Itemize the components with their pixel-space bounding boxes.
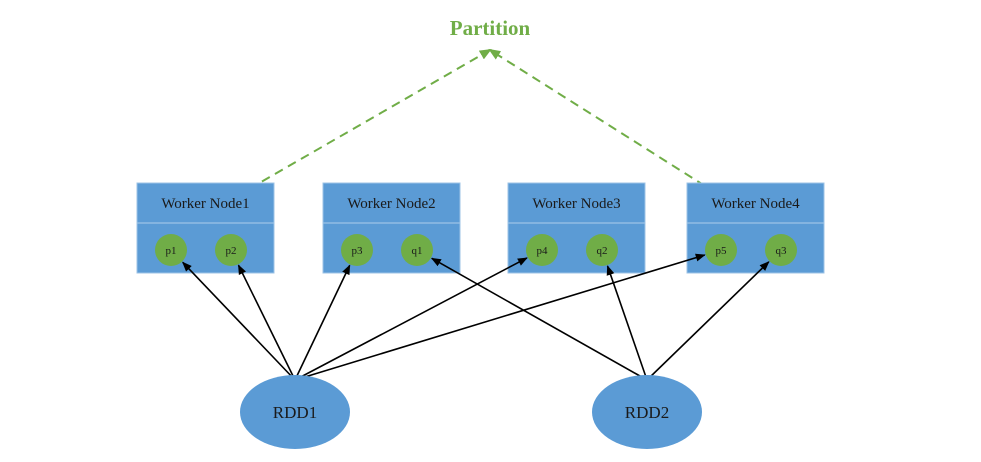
worker-node-2: Worker Node2 p3 q1 — [322, 182, 461, 274]
edges-layer — [182, 253, 770, 381]
partition-circle — [705, 234, 737, 266]
edge-rdd1-p4 — [294, 257, 528, 381]
rdd-1: RDD1 — [240, 375, 350, 449]
partition-circle — [401, 234, 433, 266]
edge-rdd2-q1 — [430, 257, 648, 381]
edge-rdd1-p1 — [182, 261, 296, 381]
rdd-label: RDD1 — [273, 403, 317, 422]
partition-circle — [341, 234, 373, 266]
partition-circle — [155, 234, 187, 266]
edge-rdd1-p5 — [294, 253, 706, 381]
partition-p1: p1 — [155, 234, 187, 266]
partition-circle — [215, 234, 247, 266]
partition-p4: p4 — [526, 234, 558, 266]
partition-circle — [586, 234, 618, 266]
edge-rdd1-p2 — [237, 264, 296, 381]
diagram-title: Partition — [450, 16, 531, 40]
rdd-2: RDD2 — [592, 375, 702, 449]
worker-node-4: Worker Node4 p5 q3 — [686, 182, 825, 274]
partition-p2: p2 — [215, 234, 247, 266]
partition-label: p5 — [716, 245, 728, 257]
partition-label: q1 — [412, 245, 423, 257]
worker-node-label: Worker Node3 — [532, 196, 620, 212]
partition-label: p1 — [166, 245, 177, 257]
partition-q1: q1 — [401, 234, 433, 266]
worker-node-label: Worker Node2 — [347, 196, 435, 212]
partition-circle — [526, 234, 558, 266]
worker-node-label: Worker Node1 — [161, 196, 249, 212]
partition-circle — [765, 234, 797, 266]
worker-node-label: Worker Node4 — [711, 196, 800, 212]
rdds-layer: RDD1 RDD2 — [240, 375, 702, 449]
edge-rdd2-q3 — [646, 261, 770, 381]
partition-q3: q3 — [765, 234, 797, 266]
edge-rdd2-q2 — [606, 265, 648, 381]
partition-label: p3 — [352, 245, 364, 257]
rdd-ellipse — [240, 375, 350, 449]
title-link-q3 — [488, 48, 782, 235]
rdd-ellipse — [592, 375, 702, 449]
worker-node-3: Worker Node3 p4 q2 — [507, 182, 646, 274]
rdd-label: RDD2 — [625, 403, 669, 422]
partition-label: q2 — [597, 245, 608, 257]
partition-p3: p3 — [341, 234, 373, 266]
partition-label: p4 — [537, 245, 549, 257]
partition-q2: q2 — [586, 234, 618, 266]
edge-rdd1-p3 — [294, 264, 351, 381]
worker-node-1: Worker Node1 p1 p2 — [136, 182, 275, 274]
partition-label: p2 — [226, 245, 237, 257]
partition-p5: p5 — [705, 234, 737, 266]
partition-label: q3 — [776, 245, 788, 257]
